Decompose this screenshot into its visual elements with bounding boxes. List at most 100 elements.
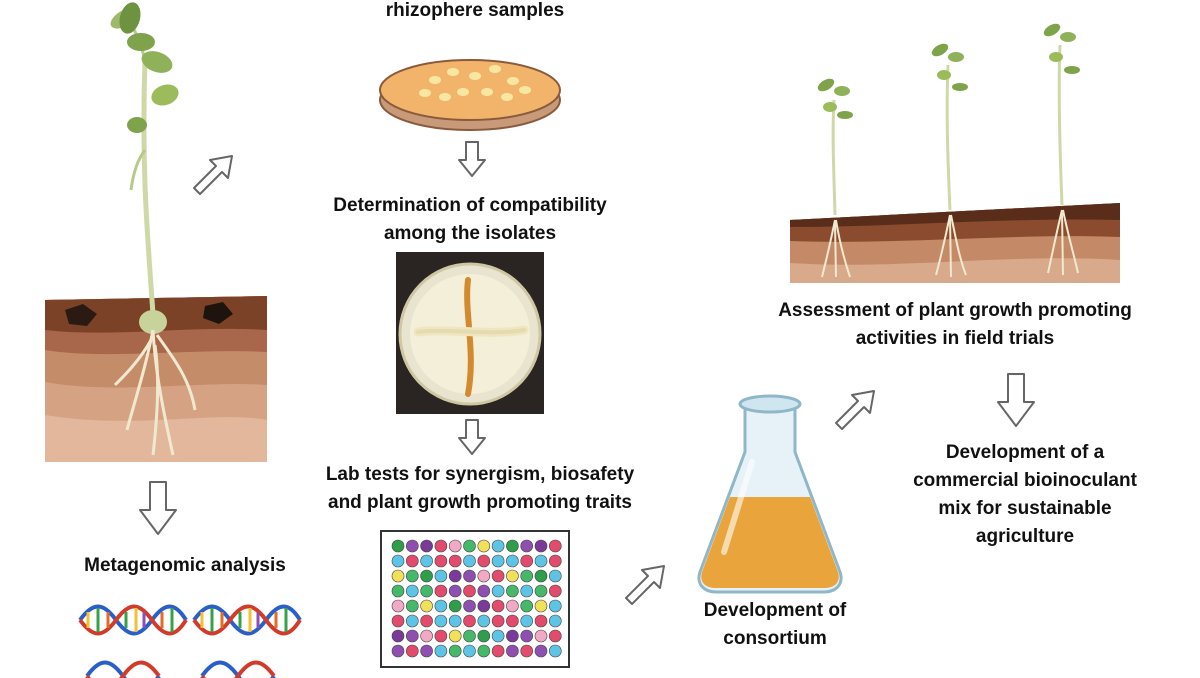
well <box>506 539 519 553</box>
well <box>477 644 491 658</box>
well <box>448 539 462 553</box>
well <box>463 539 476 553</box>
well <box>477 629 491 643</box>
well <box>534 584 548 598</box>
well <box>405 554 419 568</box>
well <box>420 539 433 553</box>
well <box>477 584 491 598</box>
well <box>448 614 462 628</box>
96-well-plate-illustration <box>380 530 570 668</box>
well <box>520 554 533 568</box>
plant-root-soil-illustration <box>45 2 267 462</box>
well <box>405 539 419 553</box>
rhizosphere-samples-label: rhizophere samples <box>385 0 565 21</box>
well <box>534 599 548 613</box>
well <box>549 599 562 613</box>
lab-tests-label-line2: and plant growth promoting traits <box>328 492 632 513</box>
well <box>506 644 519 658</box>
well <box>448 599 462 613</box>
well <box>520 644 533 658</box>
well <box>506 569 519 583</box>
well <box>434 539 448 553</box>
well <box>434 569 448 583</box>
well <box>534 569 548 583</box>
well <box>549 554 562 568</box>
erlenmeyer-flask-illustration <box>697 394 843 594</box>
well <box>477 599 491 613</box>
well <box>391 614 405 628</box>
well <box>463 584 476 598</box>
well <box>491 539 505 553</box>
well <box>391 584 405 598</box>
well <box>420 584 433 598</box>
well <box>463 599 476 613</box>
down-arrow-icon <box>458 419 486 455</box>
well <box>491 614 505 628</box>
dna-helix-icon <box>78 604 188 636</box>
well <box>463 629 476 643</box>
well <box>463 614 476 628</box>
well <box>520 599 533 613</box>
well <box>463 569 476 583</box>
well <box>549 629 562 643</box>
well <box>391 554 405 568</box>
well <box>405 629 419 643</box>
well <box>391 599 405 613</box>
well <box>477 554 491 568</box>
well <box>520 629 533 643</box>
down-arrow-icon <box>139 481 177 535</box>
well <box>448 644 462 658</box>
well <box>391 644 405 658</box>
assessment-label-line1: Assessment of plant growth promoting <box>778 300 1132 321</box>
well <box>477 614 491 628</box>
well <box>434 644 448 658</box>
up-right-arrow-icon <box>193 155 233 195</box>
well <box>420 554 433 568</box>
well <box>491 629 505 643</box>
well <box>420 614 433 628</box>
well <box>520 539 533 553</box>
well <box>520 614 533 628</box>
up-right-arrow-icon <box>835 390 875 430</box>
well <box>491 584 505 598</box>
well <box>549 569 562 583</box>
well <box>448 629 462 643</box>
well <box>534 629 548 643</box>
well <box>549 614 562 628</box>
well <box>520 569 533 583</box>
consortium-label-line1: Development of <box>703 600 847 621</box>
well <box>534 539 548 553</box>
well <box>549 644 562 658</box>
compatibility-label-line1: Determination of compatibility <box>333 195 607 216</box>
commercial-label-line2: commercial bioinoculant <box>913 470 1137 491</box>
well <box>534 554 548 568</box>
well <box>434 554 448 568</box>
dna-helix-icon <box>192 604 302 636</box>
dna-helix-icon <box>200 660 276 678</box>
well <box>448 554 462 568</box>
well <box>477 569 491 583</box>
well <box>405 569 419 583</box>
well <box>491 644 505 658</box>
compatibility-plate-photo <box>396 252 544 414</box>
well <box>448 584 462 598</box>
metagenomic-label: Metagenomic analysis <box>84 555 286 576</box>
well <box>448 569 462 583</box>
well <box>506 614 519 628</box>
commercial-label-line3: mix for sustainable <box>938 498 1112 519</box>
well <box>434 614 448 628</box>
well <box>391 539 405 553</box>
well <box>534 644 548 658</box>
assessment-label-line2: activities in field trials <box>855 328 1055 349</box>
dna-helix-icon <box>85 660 161 678</box>
field-trial-plants-illustration <box>790 23 1120 283</box>
well <box>420 644 433 658</box>
well <box>491 554 505 568</box>
down-arrow-icon <box>458 141 486 177</box>
well <box>520 584 533 598</box>
well <box>534 614 548 628</box>
well <box>405 599 419 613</box>
well <box>477 539 491 553</box>
down-arrow-icon <box>997 373 1035 427</box>
petri-dish-illustration <box>379 59 561 131</box>
